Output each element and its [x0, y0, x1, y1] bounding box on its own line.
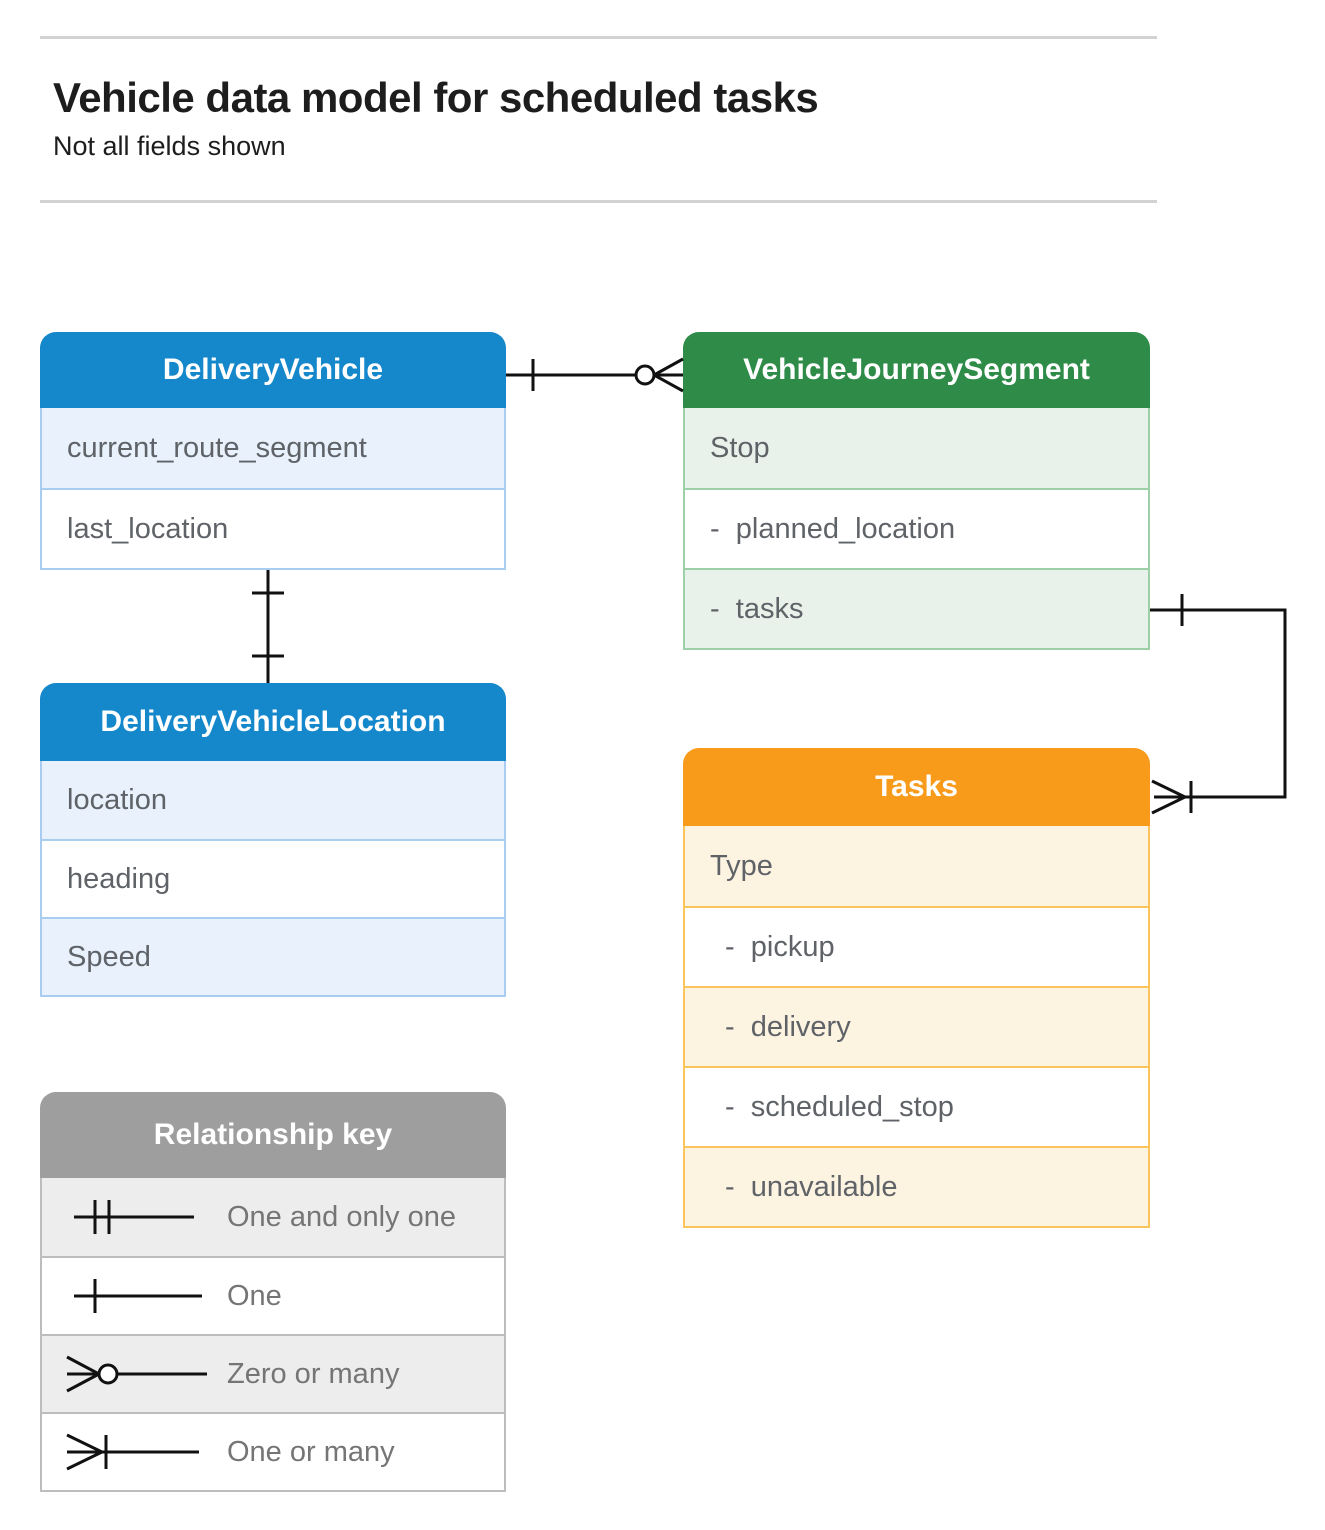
field-label: location [67, 783, 167, 816]
field-row-pickup: - pickup [685, 906, 1148, 986]
key-row-one-or-many: One or many [42, 1412, 504, 1490]
entity-vehicle-journey-segment-body: Stop - planned_location - tasks [683, 408, 1150, 650]
entity-delivery-vehicle-location-title: DeliveryVehicleLocation [40, 683, 506, 761]
field-label: Type [710, 849, 773, 882]
connector-deliveryvehicle-vehiclejourneysegment [506, 357, 684, 393]
field-row-last-location: last_location [42, 488, 504, 568]
crow-foot-icon [653, 357, 684, 393]
key-label: One or many [227, 1435, 395, 1468]
entity-tasks-body: Type - pickup - delivery - scheduled_sto… [683, 826, 1150, 1228]
field-row-speed: Speed [42, 917, 504, 995]
field-label: - scheduled_stop [725, 1090, 954, 1123]
entity-delivery-vehicle-location: DeliveryVehicleLocation location heading… [40, 683, 506, 997]
page-subtitle: Not all fields shown [53, 131, 286, 161]
key-row-zero-or-many: Zero or many [42, 1334, 504, 1412]
entity-delivery-vehicle: DeliveryVehicle current_route_segment la… [40, 332, 506, 570]
entity-vehicle-journey-segment: VehicleJourneySegment Stop - planned_loc… [683, 332, 1150, 650]
field-label: Speed [67, 940, 151, 973]
divider-bottom [40, 200, 1157, 203]
key-row-one-and-only-one: One and only one [42, 1178, 504, 1256]
connector-vehiclejourneysegment-tasks [1150, 594, 1287, 815]
field-label: - planned_location [710, 512, 956, 545]
field-row-heading: heading [42, 839, 504, 917]
key-label: One and only one [227, 1200, 456, 1233]
relationship-key-body: One and only one One [40, 1178, 506, 1492]
field-label: heading [67, 862, 171, 895]
zero-circle-icon [634, 364, 656, 386]
entity-delivery-vehicle-title: DeliveryVehicle [40, 332, 506, 408]
zero-or-many-icon [66, 1355, 207, 1393]
relationship-key-title: Relationship key [40, 1092, 506, 1178]
field-row-current-route-segment: current_route_segment [42, 408, 504, 488]
entity-tasks: Tasks Type - pickup - delivery - schedul… [683, 748, 1150, 1228]
entity-tasks-title: Tasks [683, 748, 1150, 826]
one-and-only-one-icon [74, 1200, 194, 1234]
relationship-key: Relationship key One and only one [40, 1092, 506, 1492]
crow-foot-icon [1151, 779, 1186, 815]
field-label: - delivery [725, 1010, 851, 1043]
connector-deliveryvehicle-deliveryvehiclelocation [252, 570, 284, 683]
one-icon [74, 1279, 202, 1313]
entity-delivery-vehicle-body: current_route_segment last_location [40, 408, 506, 570]
field-row-tasks: - tasks [685, 568, 1148, 648]
field-row-delivery: - delivery [685, 986, 1148, 1066]
field-label: - tasks [710, 592, 804, 625]
field-label: - pickup [725, 930, 835, 963]
field-row-location: location [42, 761, 504, 839]
field-row-planned-location: - planned_location [685, 488, 1148, 568]
field-row-type: Type [685, 826, 1148, 906]
entity-vehicle-journey-segment-title: VehicleJourneySegment [683, 332, 1150, 408]
field-row-unavailable: - unavailable [685, 1146, 1148, 1226]
key-label: Zero or many [227, 1357, 400, 1390]
field-row-stop: Stop [685, 408, 1148, 488]
field-label: Stop [710, 431, 770, 464]
field-label: current_route_segment [67, 431, 367, 464]
key-label: One [227, 1279, 282, 1312]
page-title: Vehicle data model for scheduled tasks [53, 74, 819, 121]
field-label: - unavailable [725, 1170, 898, 1203]
field-label: last_location [67, 512, 229, 545]
entity-delivery-vehicle-location-body: location heading Speed [40, 761, 506, 997]
divider-top [40, 36, 1157, 39]
one-or-many-icon [66, 1433, 199, 1471]
field-row-scheduled-stop: - scheduled_stop [685, 1066, 1148, 1146]
key-row-one: One [42, 1256, 504, 1334]
